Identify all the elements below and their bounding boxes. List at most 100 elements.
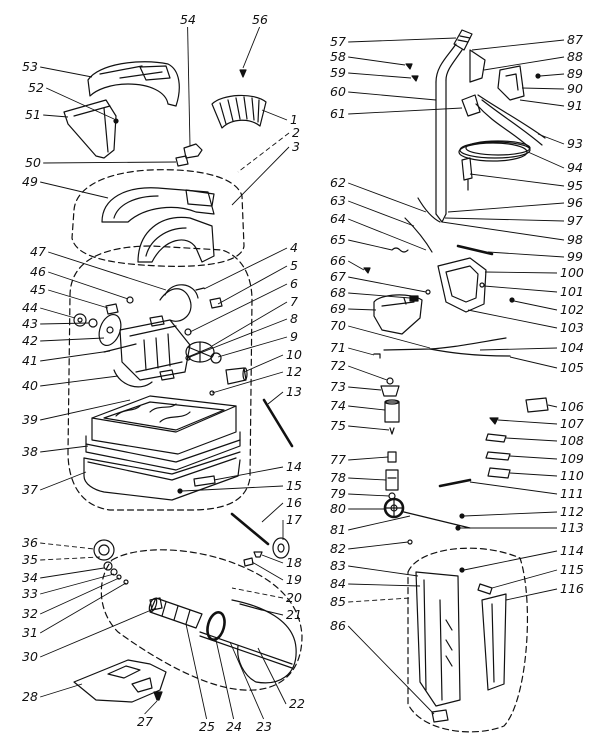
callout-47: 47 (30, 244, 46, 259)
dust-bag-part (415, 567, 465, 707)
callout-101: 101 (560, 284, 584, 299)
small-hardware-parts (438, 397, 549, 531)
callout-52: 52 (28, 80, 44, 95)
leader-line-91 (519, 99, 565, 107)
leader-line-5 (217, 265, 288, 305)
latch-part (175, 155, 189, 167)
leader-line-53 (40, 66, 93, 78)
leader-line-13 (267, 391, 284, 405)
callout-105: 105 (560, 360, 584, 375)
leader-line-81 (348, 515, 411, 531)
leader-line-96 (447, 202, 565, 213)
callout-21: 21 (286, 607, 302, 622)
callout-49: 49 (22, 174, 38, 189)
callout-33: 33 (22, 586, 38, 601)
leader-line-32 (40, 577, 120, 615)
callout-80: 80 (330, 501, 346, 516)
callout-43: 43 (22, 316, 38, 331)
callout-25: 25 (199, 719, 215, 734)
rear-wheel-part (383, 497, 405, 519)
callout-35: 35 (22, 552, 38, 567)
leader-line-35 (40, 556, 101, 561)
callout-90: 90 (567, 81, 583, 96)
leader-line-56 (242, 26, 261, 69)
leader-line-67 (348, 276, 427, 293)
leader-line-59 (348, 72, 412, 79)
leader-line-95 (469, 173, 565, 187)
leader-line-99 (487, 251, 565, 258)
callout-111: 111 (560, 486, 584, 501)
callout-50: 50 (25, 155, 41, 170)
callout-66: 66 (330, 253, 346, 268)
handle-wires-part (363, 197, 441, 274)
callout-16: 16 (286, 495, 302, 510)
callout-94: 94 (567, 160, 583, 175)
wheel-part (272, 537, 290, 559)
callout-79: 79 (330, 486, 346, 501)
leader-line-42 (40, 337, 105, 342)
callout-22: 22 (289, 696, 305, 711)
callout-69: 69 (330, 301, 346, 316)
callout-112: 112 (560, 504, 584, 519)
leader-line-23 (229, 641, 265, 720)
leader-line-64 (348, 218, 427, 251)
leader-line-25 (185, 623, 208, 720)
filter-part (211, 94, 267, 129)
shaft-part (199, 631, 293, 669)
callout-61: 61 (330, 106, 346, 121)
callout-113: 113 (560, 520, 584, 535)
callout-4: 4 (290, 240, 298, 255)
leader-line-66 (347, 260, 365, 271)
leader-line-33 (40, 573, 115, 595)
callout-14: 14 (286, 459, 302, 474)
leader-line-69 (348, 308, 377, 311)
leader-line-21 (261, 609, 284, 616)
callout-10: 10 (286, 347, 302, 362)
bag-group-outline (407, 547, 529, 733)
leader-line-77 (348, 456, 389, 461)
leader-line-52 (46, 87, 115, 120)
callout-34: 34 (22, 570, 38, 585)
leader-line-110 (509, 472, 558, 477)
callout-104: 104 (560, 340, 584, 355)
leader-line-34 (40, 567, 105, 579)
handle-bracket-part (425, 257, 515, 313)
leader-line-71 (348, 347, 375, 356)
leader-line-109 (509, 455, 558, 460)
callout-23: 23 (256, 719, 272, 734)
leader-line-88 (483, 56, 565, 71)
plate-screw-part (153, 691, 163, 701)
clip-part (183, 143, 203, 159)
leader-line-104 (479, 347, 558, 351)
leader-line-24 (215, 639, 235, 720)
leader-line-111 (469, 481, 558, 495)
leader-line-47 (48, 251, 167, 291)
callout-53: 53 (22, 59, 38, 74)
leader-line-44 (40, 307, 76, 319)
filter-pad-part (91, 395, 237, 455)
callout-95: 95 (567, 178, 583, 193)
callout-87: 87 (567, 32, 583, 47)
leader-line-38 (40, 445, 89, 453)
leader-line-49 (40, 181, 109, 199)
leader-line-102 (513, 300, 558, 311)
cord-hook-part (469, 49, 541, 101)
callout-44: 44 (22, 300, 38, 315)
leader-line-75 (348, 425, 390, 431)
callout-96: 96 (567, 195, 583, 210)
leader-line-86 (347, 625, 435, 715)
leader-line-97 (444, 217, 565, 222)
callout-32: 32 (22, 606, 38, 621)
rod-part (262, 398, 294, 448)
leader-line-19 (251, 561, 284, 581)
leader-line-93 (537, 133, 565, 145)
leader-line-108 (505, 437, 558, 442)
bag-cover-panel-part (481, 593, 507, 691)
fan-housing-group-outline (71, 169, 245, 267)
callout-41: 41 (22, 353, 38, 368)
callout-75: 75 (330, 418, 346, 433)
callout-20: 20 (286, 590, 302, 605)
bag-clip-part (431, 709, 449, 723)
fan-part (185, 341, 222, 364)
callout-54: 54 (180, 12, 196, 27)
